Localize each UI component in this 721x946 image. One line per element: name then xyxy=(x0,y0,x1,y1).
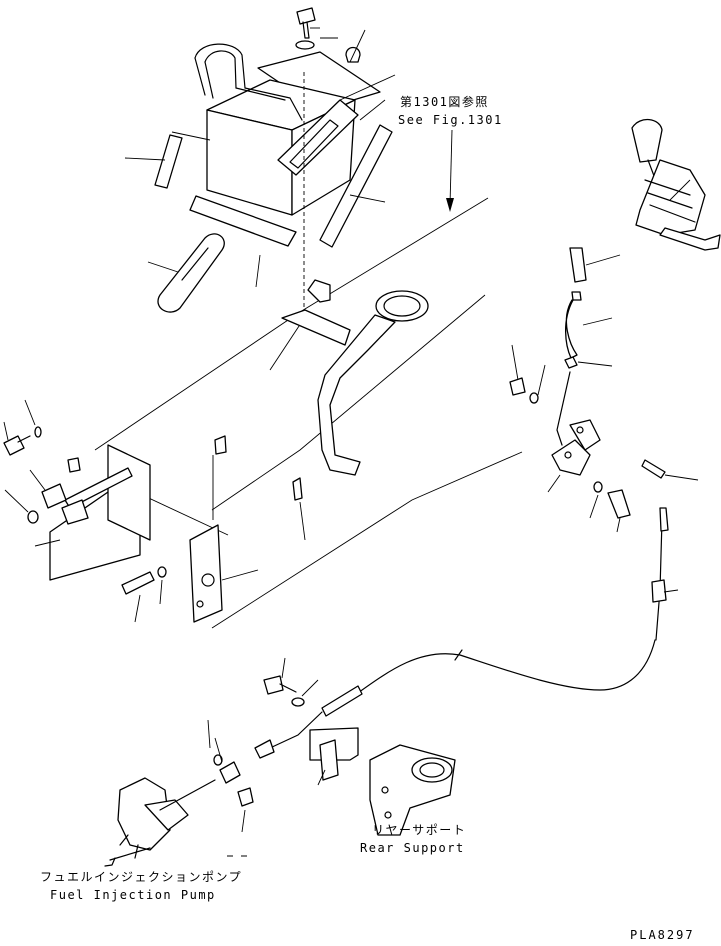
control-cable xyxy=(254,507,669,759)
fuel-pump-linkage xyxy=(104,754,254,867)
pedal-bracket xyxy=(214,279,429,501)
left-bracket xyxy=(3,426,151,581)
right-lever-assembly xyxy=(509,247,666,519)
fuel-pump-label-jp: フュエルインジェクションポンプ xyxy=(40,870,243,884)
gear-lever xyxy=(631,118,721,251)
rear-support-label-en: Rear Support xyxy=(360,841,465,855)
fuel-pump-label-en: Fuel Injection Pump xyxy=(50,888,216,902)
rear-support-label-jp: リヤーサポート xyxy=(372,823,467,837)
drawing-number: PLA8297 xyxy=(630,928,695,942)
see-fig-reference-en: See Fig.1301 xyxy=(398,113,503,127)
reference-arrow xyxy=(446,129,454,212)
leader-lines xyxy=(3,27,699,857)
see-fig-reference-jp: 第1301図参照 xyxy=(400,95,489,109)
rear-support xyxy=(263,675,456,836)
seat-console-assembly xyxy=(154,7,393,313)
frame-outline xyxy=(94,197,523,629)
right-bracket-plate xyxy=(121,524,223,623)
